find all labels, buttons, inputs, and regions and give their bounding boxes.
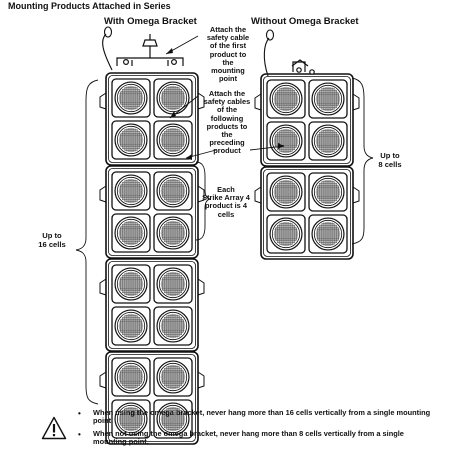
speaker-cell: [308, 121, 348, 161]
annotation-arrowheads: [166, 48, 284, 160]
strike-array-product: [99, 165, 205, 259]
strike-array-range-bracket: [195, 161, 212, 241]
strike-array-product: [254, 73, 360, 167]
warning-bullet-2: •: [78, 430, 81, 439]
speaker-cell: [153, 171, 193, 211]
warning-text-2: When not using the omega bracket, never …: [93, 429, 404, 447]
speaker-cell: [153, 264, 193, 304]
speaker-cell: [111, 306, 151, 346]
page-title: Mounting Products Attached in Series: [8, 1, 171, 11]
left-range-label: Up to 16 cells: [38, 231, 66, 249]
speaker-cell: [153, 78, 193, 118]
right-safety-cable: [263, 29, 275, 77]
speaker-cell: [308, 214, 348, 254]
annotation-following-products: Attach the safety cables of the followin…: [203, 89, 251, 156]
speaker-cell: [308, 172, 348, 212]
speaker-cell: [266, 121, 306, 161]
speaker-cell: [111, 213, 151, 253]
speaker-cell: [266, 79, 306, 119]
annotation-first-product: Attach the safety cable of the first pro…: [206, 25, 250, 84]
speaker-cell: [308, 79, 348, 119]
speaker-cell: [111, 171, 151, 211]
speaker-cell: [153, 213, 193, 253]
without-omega-bracket-header: Without Omega Bracket: [251, 16, 359, 27]
with-omega-bracket-header: With Omega Bracket: [104, 16, 197, 27]
left-safety-cable: [102, 26, 113, 71]
right-range-bracket: [351, 77, 374, 245]
annotation-strike-array: Each Strike Array 4 product is 4 cells: [202, 185, 250, 219]
speaker-cell: [153, 120, 193, 160]
right-product-stack: [254, 73, 360, 260]
strike-array-product: [99, 258, 205, 352]
strike-array-product: [254, 166, 360, 260]
left-product-stack: [99, 72, 205, 445]
speaker-cell: [111, 78, 151, 118]
speaker-cell: [266, 214, 306, 254]
strike-array-product: [99, 72, 205, 166]
speaker-cell: [153, 399, 193, 439]
warning-triangle-icon: [41, 416, 67, 440]
speaker-cell: [111, 357, 151, 397]
speaker-cell: [153, 357, 193, 397]
left-range-bracket: [75, 79, 99, 405]
speaker-cell: [111, 399, 151, 439]
speaker-cell: [266, 172, 306, 212]
speaker-cell: [111, 264, 151, 304]
right-mounting-hardware: [291, 59, 315, 75]
warning-text-1: When using the omega bracket, never hang…: [93, 408, 431, 426]
right-range-label: Up to 8 cells: [378, 151, 402, 169]
omega-bracket: [116, 34, 184, 66]
strike-array-product: [99, 351, 205, 445]
speaker-cell: [153, 306, 193, 346]
warning-bullet-1: •: [78, 409, 81, 418]
speaker-cell: [111, 120, 151, 160]
